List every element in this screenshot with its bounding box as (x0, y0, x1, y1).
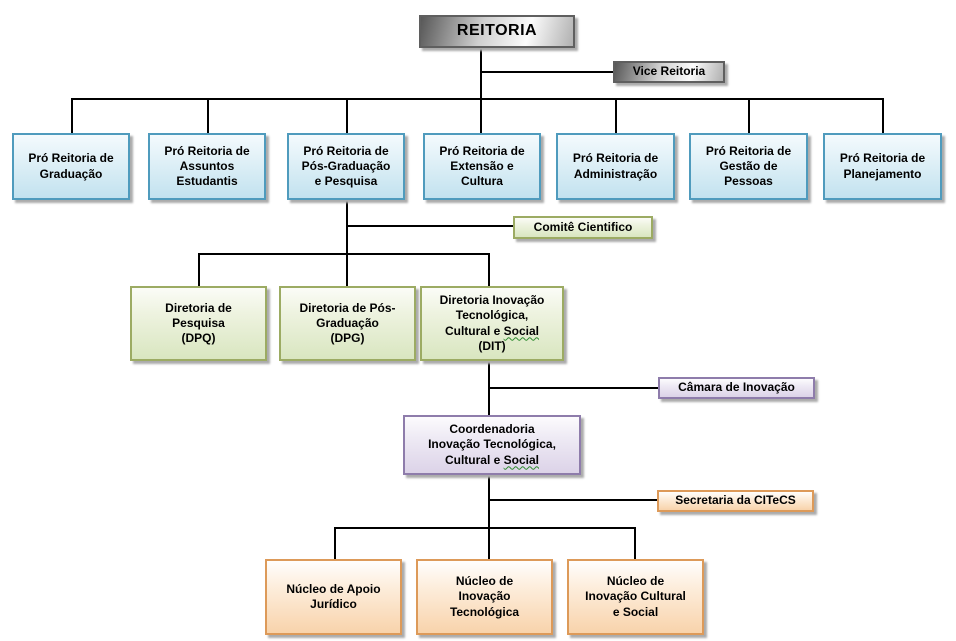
connector-line (634, 527, 636, 560)
org-box-label: Núcleo de Inovação Cultural e Social (585, 574, 686, 619)
org-box-label: Núcleo de Apoio Jurídico (286, 581, 381, 611)
connector-line (347, 225, 513, 227)
org-box-label: Pró Reitoria de Planejamento (839, 151, 926, 181)
org-box-pro-reitoria-gestao-pessoas: Pró Reitoria de Gestão de Pessoas (689, 133, 808, 200)
org-box-secretaria-citecs: Secretaria da CITeCS (657, 490, 814, 512)
org-box-label: Núcleo de Inovação Tecnológica (449, 574, 520, 619)
org-box-pro-reitoria-extensao-cultura: Pró Reitoria de Extensão e Cultura (423, 133, 541, 200)
org-box-comite-cientifico: Comitê Cientifico (513, 216, 653, 239)
org-box-pro-reitoria-administracao: Pró Reitoria de Administração (556, 133, 675, 200)
connector-line (71, 98, 73, 134)
connector-line (346, 200, 348, 287)
org-box-reitoria: REITORIA (419, 15, 575, 48)
connector-line (207, 98, 209, 134)
org-box-label: Pró Reitoria de Assuntos Estudantis (164, 143, 250, 189)
connector-line (334, 527, 636, 529)
connector-line (488, 253, 490, 287)
org-box-camara-inovacao: Câmara de Inovação (658, 377, 815, 399)
org-box-nucleo-inovacao-tecnologica: Núcleo de Inovação Tecnológica (416, 559, 553, 635)
connector-line (346, 98, 348, 134)
org-box-label: Diretoria Inovação Tecnológica, Cultural… (439, 293, 545, 353)
spellcheck-underlined-word: Social (503, 452, 540, 467)
connector-line (198, 253, 200, 287)
org-box-pro-reitoria-graduacao: Pró Reitoria de Graduação (12, 133, 130, 200)
connector-line (489, 499, 657, 501)
org-box-diretoria-pos-graduacao-dpg: Diretoria de Pós- Graduação (DPG) (279, 286, 416, 361)
org-box-label: Diretoria de Pesquisa (DPQ) (165, 300, 232, 346)
connector-line (748, 98, 750, 134)
org-box-diretoria-inovacao-dit: Diretoria Inovação Tecnológica, Cultural… (420, 286, 564, 361)
connector-line (334, 527, 336, 560)
org-box-label: Pró Reitoria de Gestão de Pessoas (705, 143, 792, 189)
org-box-coordenadoria-citecs: Coordenadoria Inovação Tecnológica, Cult… (403, 415, 581, 475)
org-box-label: Pró Reitoria de Administração (572, 151, 659, 181)
connector-line (615, 98, 617, 134)
org-box-label: Vice Reitoria (632, 64, 706, 79)
org-box-label: Secretaria da CITeCS (675, 493, 796, 508)
org-box-label: Pró Reitoria de Extensão e Cultura (439, 143, 525, 189)
org-box-diretoria-pesquisa-dpq: Diretoria de Pesquisa (DPQ) (130, 286, 267, 361)
org-box-label: Câmara de Inovação (678, 380, 795, 395)
connector-line (488, 475, 490, 560)
connector-line (198, 253, 489, 255)
connector-line (882, 98, 884, 134)
connector-line (71, 98, 883, 100)
org-box-label: Coordenadoria Inovação Tecnológica, Cult… (428, 422, 556, 467)
org-box-label: REITORIA (456, 22, 538, 40)
org-box-nucleo-apoio-juridico: Núcleo de Apoio Jurídico (265, 559, 402, 635)
org-box-label: Pró Reitoria de Graduação (28, 151, 114, 181)
org-box-label: Comitê Cientifico (533, 219, 633, 234)
connector-line (481, 71, 613, 73)
org-box-label: Diretoria de Pós- Graduação (DPG) (299, 300, 396, 346)
org-box-label: Pró Reitoria de Pós-Graduação e Pesquisa (301, 143, 391, 189)
org-box-vice-reitoria: Vice Reitoria (613, 61, 725, 83)
org-box-pro-reitoria-assuntos-estudantis: Pró Reitoria de Assuntos Estudantis (148, 133, 266, 200)
org-box-nucleo-inovacao-cultural-social: Núcleo de Inovação Cultural e Social (567, 559, 704, 635)
org-box-pro-reitoria-pos-graduacao-pesquisa: Pró Reitoria de Pós-Graduação e Pesquisa (287, 133, 405, 200)
org-box-pro-reitoria-planejamento: Pró Reitoria de Planejamento (823, 133, 942, 200)
spellcheck-underlined-word: Social (503, 323, 540, 338)
connector-line (480, 48, 482, 134)
connector-line (489, 387, 658, 389)
